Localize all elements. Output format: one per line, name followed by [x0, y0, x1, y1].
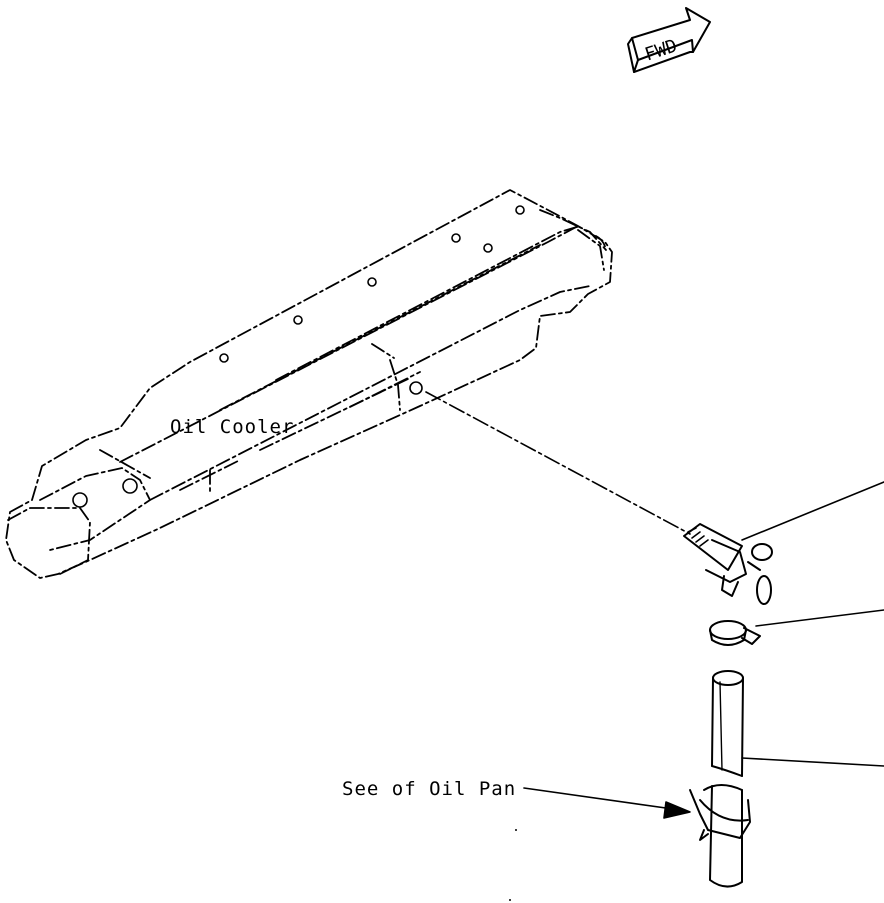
oil-pan-bracket-icon [689, 789, 751, 841]
print-speck [509, 899, 511, 901]
oil-pan-reference-arrow [523, 787, 691, 819]
callout-leaders [741, 481, 884, 767]
print-speck [515, 829, 517, 831]
drain-valve-icon [683, 523, 773, 605]
oil-cooler-outline [5, 189, 613, 579]
oil-cooler-label: Oil Cooler [170, 416, 295, 438]
see-oil-pan-label: See of Oil Pan [342, 778, 517, 800]
oil-cooler-bolt-holes [72, 205, 525, 508]
fwd-arrow-icon: FWD [627, 7, 711, 73]
drain-tube-icon [703, 670, 744, 888]
fwd-arrow-text: FWD [642, 35, 679, 65]
drain-assembly-leader [425, 391, 691, 535]
hose-clamp-icon [709, 620, 761, 646]
